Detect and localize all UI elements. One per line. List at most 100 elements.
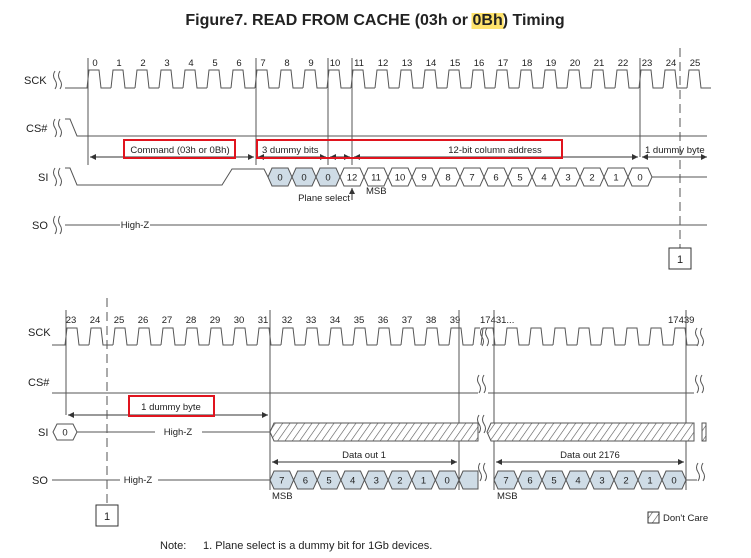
dummy-bit-cell-label: 0 xyxy=(277,173,282,184)
clock-label: 7 xyxy=(260,58,265,69)
clock-label: 37 xyxy=(402,315,413,326)
data-bit-cell-label: 1 xyxy=(421,476,426,487)
data-bit-cell-label: 4 xyxy=(350,476,355,487)
clock-label: 6 xyxy=(236,58,241,69)
bottom-sck-label: SCK xyxy=(28,327,51,339)
data-bit-cell-label: 2 xyxy=(397,476,402,487)
clock-label: 9 xyxy=(308,58,313,69)
cs-break-symbol xyxy=(53,118,62,138)
address-bit-cell-label: 4 xyxy=(541,173,546,184)
clock-label: 38 xyxy=(426,315,437,326)
address-bit-cell-label: 5 xyxy=(517,173,522,184)
msb-label: MSB xyxy=(272,491,293,502)
so-break-symbol xyxy=(478,462,487,482)
clock-label: 18 xyxy=(522,58,533,69)
clock-label: 25 xyxy=(114,315,125,326)
dummy-byte-red-box xyxy=(128,395,215,417)
note-marker-box xyxy=(95,504,119,527)
dummy-byte-label: 1 dummy byte xyxy=(141,402,201,413)
clock-label: 29 xyxy=(210,315,221,326)
top-sck-label: SCK xyxy=(24,75,47,87)
clock-label: 31 xyxy=(258,315,269,326)
top-si-label: SI xyxy=(38,172,48,184)
data-bit-cell-label: 6 xyxy=(303,476,308,487)
clock-label: 23 xyxy=(66,315,77,326)
clock-label: 34 xyxy=(330,315,341,326)
note-text: 1. Plane select is a dummy bit for 1Gb d… xyxy=(203,540,432,552)
address-bit-cell-label: 12 xyxy=(347,173,358,184)
clock-label: 8 xyxy=(284,58,289,69)
top-sck-waveform xyxy=(86,69,711,89)
address-bit-cell-label: 7 xyxy=(469,173,474,184)
plane-select-label: Plane select xyxy=(298,193,350,204)
si-bit-cell-label: 0 xyxy=(62,428,67,439)
clock-label: 27 xyxy=(162,315,173,326)
clock-label: 35 xyxy=(354,315,365,326)
data-bit-cell-label: 2 xyxy=(623,476,628,487)
address-bit-cell-label: 2 xyxy=(589,173,594,184)
address-bit-cell-label: 10 xyxy=(395,173,406,184)
clock-label: 12 xyxy=(378,58,389,69)
note-marker-box xyxy=(668,247,692,270)
clock-label: 14 xyxy=(426,58,437,69)
clock-label: 19 xyxy=(546,58,557,69)
data-bit-cell-label: 0 xyxy=(671,476,676,487)
so-end-break-symbol xyxy=(696,462,705,482)
clock-label: 17 xyxy=(498,58,509,69)
clock-label-17431: 17431... xyxy=(480,315,514,326)
data-bit-cell-label: 6 xyxy=(527,476,532,487)
clock-label: 16 xyxy=(474,58,485,69)
note-heading: Note: xyxy=(160,540,186,552)
clock-label: 0 xyxy=(92,58,97,69)
sck-end-break-symbol xyxy=(695,327,704,347)
top-cs-waveform xyxy=(65,118,707,137)
clock-label: 36 xyxy=(378,315,389,326)
data-bit-cell-label: 4 xyxy=(575,476,580,487)
note-marker-label: 1 xyxy=(677,254,683,266)
data-out-1-label: Data out 1 xyxy=(342,450,386,461)
clock-label: 2 xyxy=(140,58,145,69)
top-so-label: SO xyxy=(32,220,48,232)
clock-label: 33 xyxy=(306,315,317,326)
so-high-z-label: High-Z xyxy=(121,220,150,231)
data-bit-cell-label: 7 xyxy=(279,476,284,487)
bottom-si-label: SI xyxy=(38,427,48,439)
si-break-symbol xyxy=(477,414,486,434)
si-dont-care-band xyxy=(701,422,707,442)
data-bit-cell-label: 0 xyxy=(445,476,450,487)
msb-label: MSB xyxy=(497,491,518,502)
dummy-bit-cell-label: 0 xyxy=(301,173,306,184)
clock-label: 10 xyxy=(330,58,341,69)
address-bit-cell-label: 8 xyxy=(445,173,450,184)
so-high-z-label: High-Z xyxy=(124,475,153,486)
sck-break-symbol xyxy=(53,70,62,90)
note-marker-label: 1 xyxy=(104,511,110,523)
clock-label: 5 xyxy=(212,58,217,69)
data-bit-cell-label: 1 xyxy=(647,476,652,487)
clock-label: 21 xyxy=(594,58,605,69)
clock-label: 15 xyxy=(450,58,461,69)
data-bit-cell-label: 3 xyxy=(374,476,379,487)
dummy-bits-label: 3 dummy bits xyxy=(262,145,319,156)
title-highlight: 0Bh xyxy=(472,12,502,29)
data-bit-cell-label: 3 xyxy=(599,476,604,487)
bottom-sck-waveform-b xyxy=(480,327,697,346)
column-address-label: 12-bit column address xyxy=(448,145,542,156)
clock-label-17439: 17439 xyxy=(668,315,694,326)
clock-label: 24 xyxy=(666,58,677,69)
si-dont-care-band xyxy=(269,422,479,442)
clock-label: 23 xyxy=(642,58,653,69)
clock-label: 24 xyxy=(90,315,101,326)
si-dont-care-band xyxy=(486,422,695,442)
address-bit-cell-label: 6 xyxy=(493,173,498,184)
clock-label: 1 xyxy=(116,58,121,69)
clock-label: 20 xyxy=(570,58,581,69)
data-out-2176-label: Data out 2176 xyxy=(560,450,620,461)
address-bit-cell-label: 0 xyxy=(637,173,642,184)
clock-label: 32 xyxy=(282,315,293,326)
si-high-z-label: High-Z xyxy=(164,427,193,438)
data-bit-cell-label: 5 xyxy=(326,476,331,487)
clock-label: 4 xyxy=(188,58,193,69)
bottom-so-label: SO xyxy=(32,475,48,487)
bottom-sck-waveform-a xyxy=(64,327,473,346)
